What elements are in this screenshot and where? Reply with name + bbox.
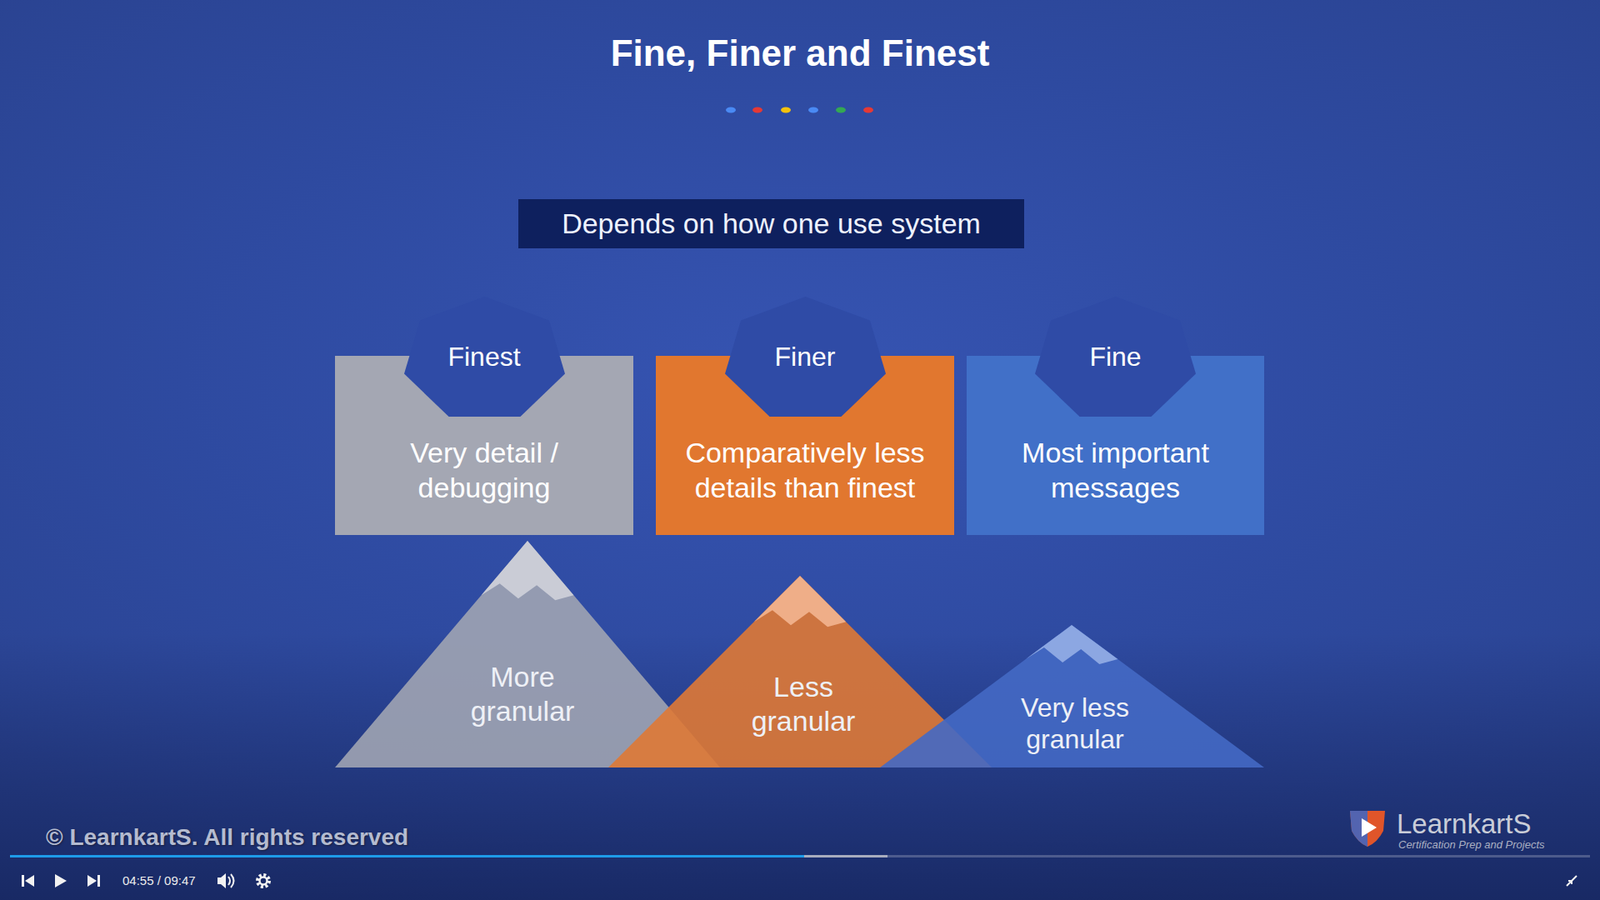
heptagon-shape xyxy=(1035,296,1196,417)
level-heading: Finest xyxy=(447,340,520,373)
body-holder: Comparatively less details than finest xyxy=(669,414,941,527)
level-description: Comparatively less details than finest xyxy=(669,435,941,505)
level-heading: Fine xyxy=(1089,340,1141,373)
copyright-watermark: © LearnkartS. All rights reserved xyxy=(45,823,409,852)
heading-holder: Fine xyxy=(966,296,1265,417)
mountain-label-holder: More granular xyxy=(439,660,606,729)
banner-box: Depends on how one use system xyxy=(518,199,1025,249)
heptagon-shape xyxy=(725,296,886,417)
level-box: FineMost important messages xyxy=(966,355,1265,535)
slide-title: Fine, Finer and Finest xyxy=(0,31,1600,75)
level-heading: Finer xyxy=(775,340,836,373)
body-holder: Most important messages xyxy=(980,414,1251,527)
granularity-label: Very less granular xyxy=(991,691,1159,756)
granularity-label: Less granular xyxy=(720,670,887,739)
mountain-body xyxy=(880,625,1265,768)
body-holder: Very detail / debugging xyxy=(348,414,620,527)
level-box: FinestVery detail / debugging xyxy=(335,355,634,535)
level-box: FinerComparatively less details than fin… xyxy=(655,355,955,535)
snow-cap xyxy=(754,575,846,627)
mountain-label-holder: Very less granular xyxy=(991,691,1159,756)
level-description: Most important messages xyxy=(980,435,1251,505)
snow-cap xyxy=(1025,625,1119,665)
heptagon-shape xyxy=(404,296,565,417)
granularity-label: More granular xyxy=(439,660,606,729)
snow-cap xyxy=(481,540,575,600)
mountain-label-holder: Less granular xyxy=(720,670,887,739)
mountain-shape: Very less granular xyxy=(880,625,1265,768)
logo-name: LearnkartS xyxy=(1396,808,1531,840)
heading-holder: Finer xyxy=(655,296,955,417)
progress-bar xyxy=(10,855,1590,858)
video-time: 04:55 / 09:47 xyxy=(122,873,196,889)
logo-tagline: Certification Prep and Projects xyxy=(1398,838,1545,852)
logo-shield xyxy=(1350,810,1385,847)
level-description: Very detail / debugging xyxy=(348,435,620,505)
banner-text: Depends on how one use system xyxy=(561,206,981,241)
player-controls xyxy=(21,873,1577,889)
heading-holder: Finest xyxy=(335,296,634,417)
color-dots xyxy=(725,107,874,114)
